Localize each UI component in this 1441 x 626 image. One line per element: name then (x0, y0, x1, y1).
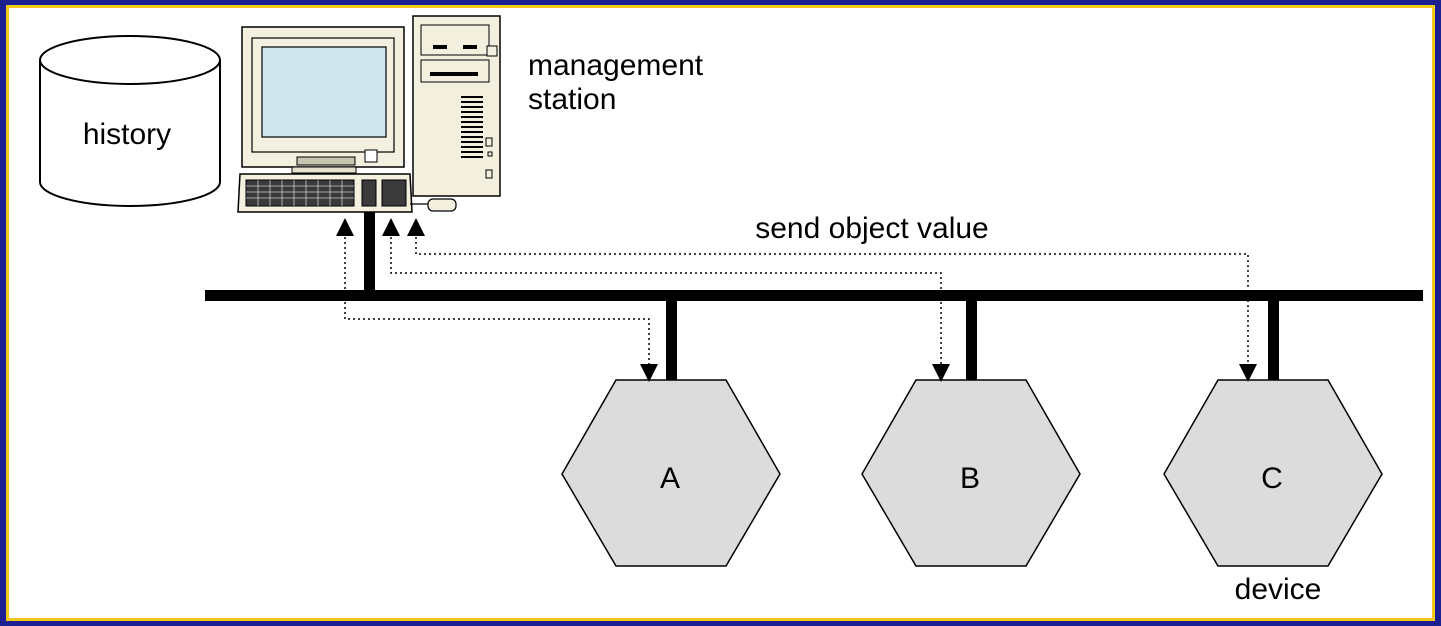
device-b-label: B (960, 462, 980, 495)
station-label-line2: station (528, 83, 616, 116)
device-c-label: C (1261, 462, 1283, 495)
device-a-label: A (660, 462, 680, 495)
history-database (39, 35, 221, 207)
device-c-drop-line (1268, 300, 1279, 384)
keyboard-keys (246, 180, 354, 206)
arrow-down-b (932, 364, 950, 382)
device-caption: device (1235, 573, 1322, 606)
device-a-hexagon (561, 379, 781, 567)
device-b-drop-line (966, 300, 977, 384)
arrow-up-b (382, 218, 400, 236)
device-b-hexagon (861, 379, 1081, 567)
history-label: history (83, 118, 171, 151)
network-bus (205, 290, 1423, 301)
tower-vent (461, 96, 483, 158)
computer-icon (237, 15, 501, 213)
device-c-hexagon (1163, 379, 1383, 567)
arrow-up-c (407, 218, 425, 236)
message-label: send object value (755, 212, 989, 245)
device-a-drop-line (666, 300, 677, 384)
message-paths (344, 232, 1249, 374)
station-drop-line (364, 212, 375, 292)
arrow-down-c (1239, 364, 1257, 382)
station-label-line1: management (528, 49, 704, 82)
arrow-up-a (336, 218, 354, 236)
arrow-down-a (640, 364, 658, 382)
